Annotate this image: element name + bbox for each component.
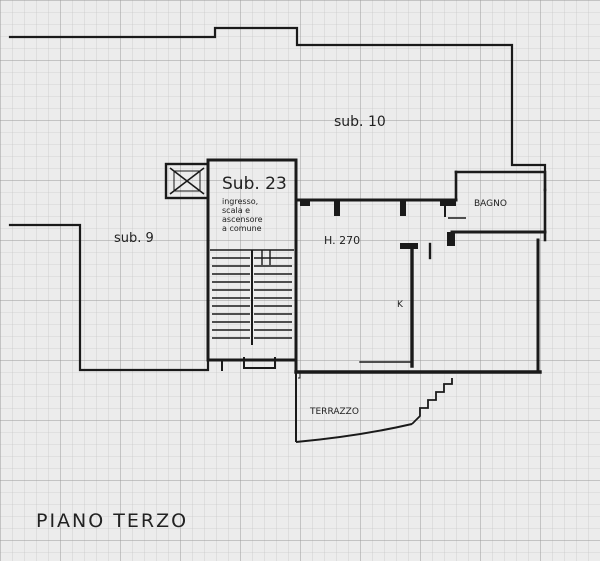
unit-sub10-label: sub. 10 xyxy=(334,114,386,130)
floor-title: PIANO TERZO xyxy=(36,510,188,532)
wall-landing xyxy=(221,357,276,371)
bathroom-label: BAGNO xyxy=(474,199,507,209)
staircase xyxy=(210,249,294,345)
height-label: H. 270 xyxy=(324,234,360,247)
walls-sub23 xyxy=(294,170,547,374)
elevator-cross-b xyxy=(169,167,205,195)
common-area-line-2: scala e xyxy=(222,206,250,215)
common-area-line-1: ingresso, xyxy=(222,197,258,206)
terrace-label: TERRAZZO xyxy=(309,407,359,417)
unit-sub9-label: sub. 9 xyxy=(114,231,154,246)
unit-sub23-label: Sub. 23 xyxy=(222,174,287,194)
elevator-shaft xyxy=(164,162,210,200)
elevator-inner xyxy=(173,170,201,192)
common-area-line-4: a comune xyxy=(222,224,262,233)
terrace xyxy=(295,372,453,443)
wall-stubs xyxy=(300,200,456,249)
common-area-line-3: ascensore xyxy=(222,215,263,224)
kitchen-label: K xyxy=(397,300,404,310)
wall-sub10-outline xyxy=(8,26,547,192)
